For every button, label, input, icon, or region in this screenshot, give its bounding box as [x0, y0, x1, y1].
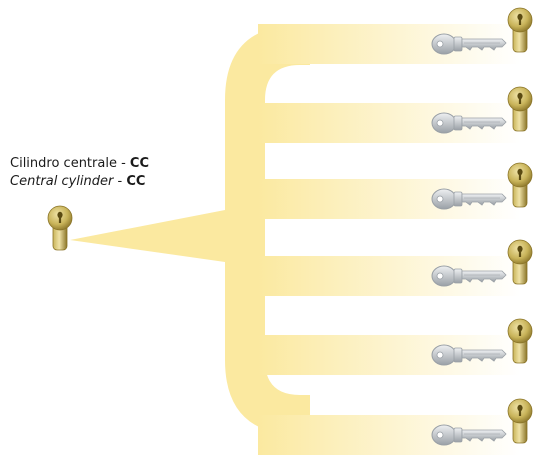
- branch-5: [258, 318, 533, 375]
- distribution-band: [225, 25, 310, 435]
- key-icon: [431, 344, 507, 366]
- key-icon: [431, 33, 507, 55]
- connection-beam: [70, 210, 225, 262]
- branch-1: [258, 7, 533, 64]
- branch-2: [258, 86, 533, 143]
- branch-4: [258, 239, 533, 296]
- key-icon: [431, 265, 507, 287]
- branch-3: [258, 162, 533, 219]
- branch-6: [258, 398, 533, 455]
- central-cylinder-caption: Cilindro centrale - CC Central cylinder …: [10, 155, 149, 191]
- key-icon: [431, 424, 507, 446]
- caption-english-code: CC: [126, 174, 146, 189]
- key-icon: [431, 112, 507, 134]
- caption-italian: Cilindro centrale - CC: [10, 155, 149, 173]
- key-icon: [431, 188, 507, 210]
- cylinder-icon: [507, 318, 533, 364]
- caption-english: Central cylinder - CC: [10, 173, 149, 191]
- central-cylinder-icon: [47, 205, 73, 251]
- caption-italian-code: CC: [129, 156, 150, 171]
- caption-italian-text: Cilindro centrale -: [10, 156, 130, 171]
- cylinder-icon: [507, 86, 533, 132]
- cylinder-icon: [507, 162, 533, 208]
- caption-english-sep: -: [113, 174, 127, 189]
- caption-english-text: Central cylinder: [10, 174, 114, 189]
- cylinder-icon: [507, 7, 533, 53]
- cylinder-icon: [507, 398, 533, 444]
- cylinder-icon: [507, 239, 533, 285]
